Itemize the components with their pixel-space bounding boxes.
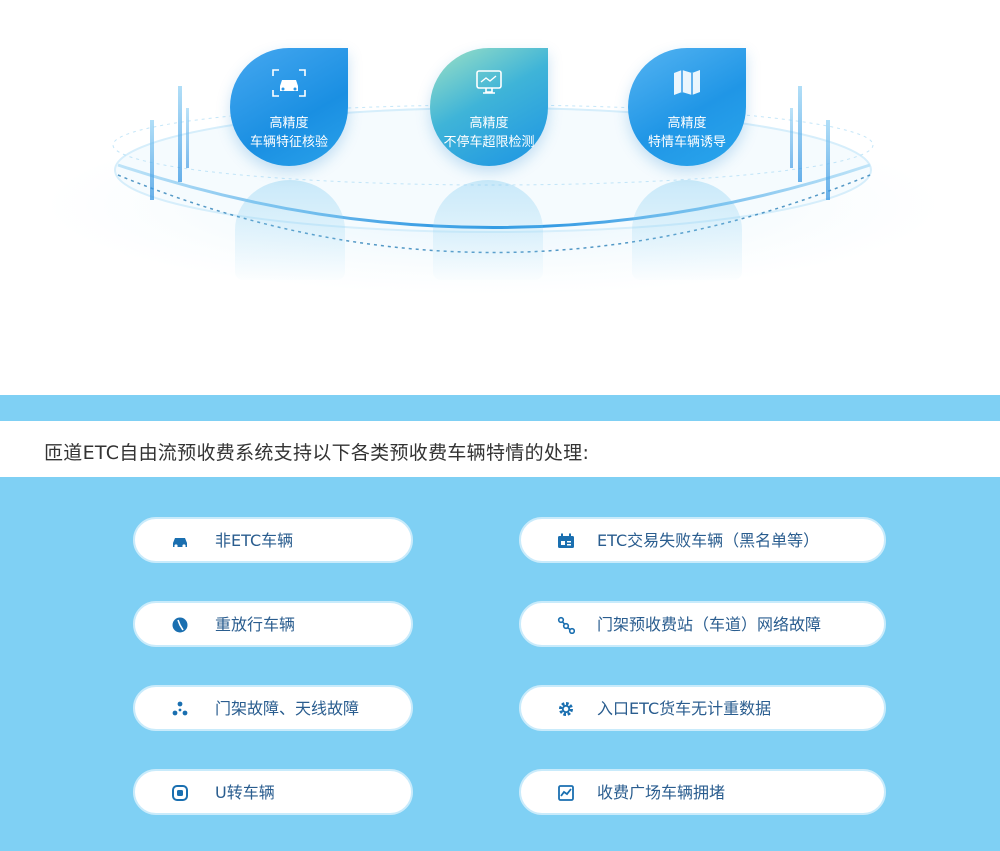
- scenario-item-no-weight-data: 入口ETC货车无计重数据: [519, 685, 886, 731]
- scenario-item-gantry-fault: 门架故障、天线故障: [133, 685, 413, 731]
- car-scan-icon: [272, 69, 306, 97]
- card-line-2: 特情车辆诱导: [647, 135, 726, 150]
- network-icon: [557, 616, 575, 634]
- gear-icon: [559, 702, 573, 716]
- card-line-2: 车辆特征核验: [249, 135, 328, 150]
- scenario-label: 门架预收费站（车道）网络故障: [597, 615, 822, 634]
- scenario-label: 收费广场车辆拥堵: [597, 783, 726, 802]
- globe-icon: [172, 617, 188, 633]
- card-line-1: 高精度: [269, 116, 309, 131]
- card-reflection: [632, 180, 742, 280]
- card-line-1: 高精度: [469, 116, 509, 131]
- scenario-label: U转车辆: [215, 783, 275, 802]
- scenario-label: ETC交易失败车辆（黑名单等）: [597, 531, 820, 550]
- scenario-label: 入口ETC货车无计重数据: [597, 699, 772, 718]
- card-reflection: [235, 180, 345, 280]
- map-icon: [674, 70, 700, 95]
- scenario-item-network-fault: 门架预收费站（车道）网络故障: [519, 601, 886, 647]
- scenario-label: 门架故障、天线故障: [215, 699, 360, 718]
- feature-card-overload-detection: 高精度 不停车超限检测: [430, 48, 548, 166]
- card-reflection: [433, 180, 543, 280]
- scenario-item-etc-failed: ETC交易失败车辆（黑名单等）: [519, 517, 886, 563]
- scenario-label: 非ETC车辆: [215, 531, 294, 550]
- headline-text: 匝道ETC自由流预收费系统支持以下各类预收费车辆特情的处理:: [44, 442, 590, 464]
- scenario-item-re-release: 重放行车辆: [133, 601, 413, 647]
- feature-card-vehicle-verification: 高精度 车辆特征核验: [230, 48, 348, 166]
- chart-icon: [558, 785, 574, 801]
- feature-card-vehicle-guidance: 高精度 特情车辆诱导: [628, 48, 746, 166]
- card-line-2: 不停车超限检测: [443, 135, 535, 150]
- scenario-label: 重放行车辆: [215, 615, 296, 634]
- car-icon: [173, 538, 187, 548]
- monitor-icon: [476, 70, 502, 94]
- nodes-icon: [172, 701, 188, 716]
- scenario-item-plaza-congestion: 收费广场车辆拥堵: [519, 769, 886, 815]
- card-line-1: 高精度: [667, 116, 707, 131]
- card-icon: [558, 533, 574, 548]
- scenario-item-u-turn: U转车辆: [133, 769, 413, 815]
- u-turn-icon: [172, 785, 188, 801]
- hero-illustration: 高精度 车辆特征核验 高精度 不停车超限检测 高精度 特情车辆诱导: [0, 0, 1000, 395]
- scenario-item-non-etc: 非ETC车辆: [133, 517, 413, 563]
- section-headline: 匝道ETC自由流预收费系统支持以下各类预收费车辆特情的处理:: [0, 421, 1000, 477]
- divider-band: [0, 395, 1000, 421]
- scenario-panel: 非ETC车辆 重放行车辆 门架故障、天线故障 U转车辆 ETC交易失败车辆（黑名…: [0, 477, 1000, 851]
